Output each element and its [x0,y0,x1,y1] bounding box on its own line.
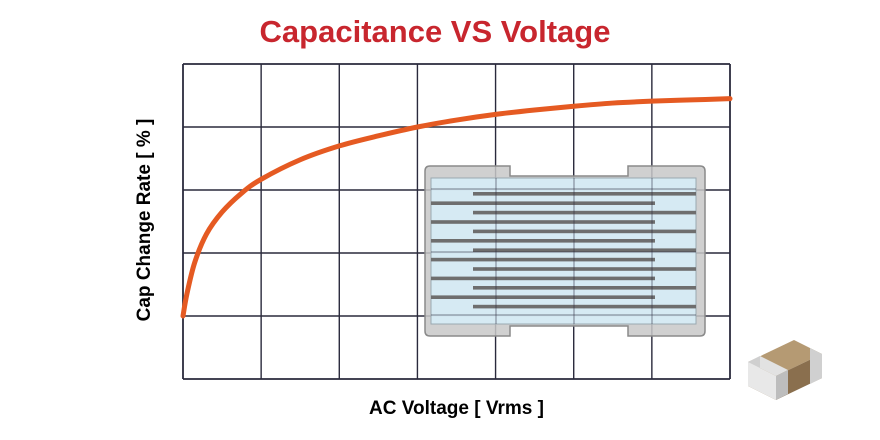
mlcc-cross-section-icon [424,165,706,337]
electrode-layer [473,229,696,234]
electrode-layer [473,267,696,271]
series-layer [180,96,733,319]
x-axis-label: AC Voltage [ Vrms ] [369,398,544,419]
chart-title: Capacitance VS Voltage [259,14,611,49]
electrode-layer [473,286,696,290]
series-line [180,96,733,319]
mlcc-chip-icon [748,340,822,400]
electrode-layer [473,248,696,252]
electrode-layer [431,257,655,262]
electrode-layer [431,295,655,299]
electrode-layer [473,192,696,196]
electrode-layer [431,220,655,224]
electrode-layer [473,304,696,309]
electrode-layer [431,276,655,281]
electrode-layer [431,201,655,205]
electrode-layer [431,239,655,243]
electrode-layer [473,210,696,215]
